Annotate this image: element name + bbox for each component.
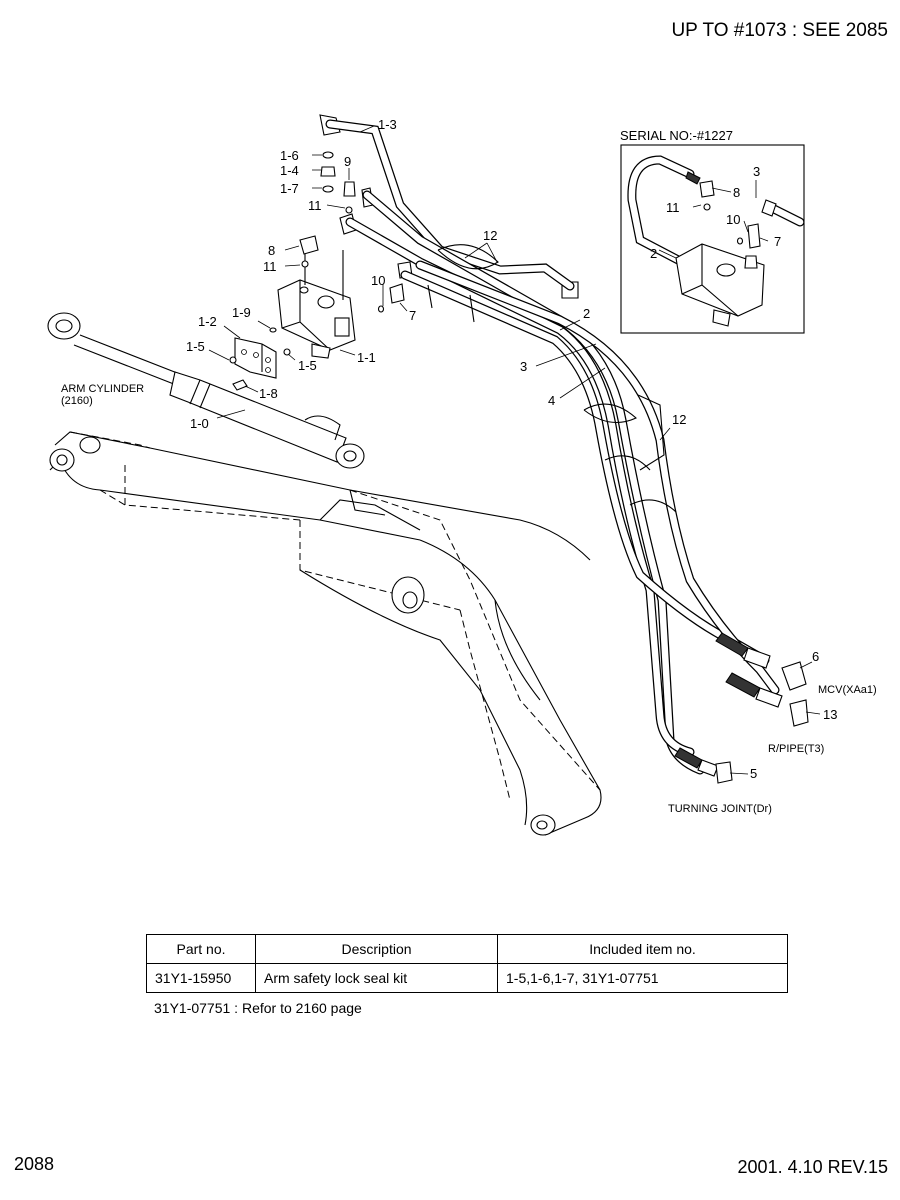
- table-header-description: Description: [255, 934, 498, 964]
- callout-1-8: 1-8: [259, 386, 278, 401]
- callout-10: 10: [371, 273, 385, 288]
- table-cell-included: 1-5,1-6,1-7, 31Y1-07751: [497, 963, 788, 993]
- callout-13: 13: [823, 707, 837, 722]
- callout-1-5-right: 1-5: [298, 358, 317, 373]
- callout-1-7: 1-7: [280, 181, 299, 196]
- rpipe-label: R/PIPE(T3): [768, 743, 824, 755]
- turning-joint-label: TURNING JOINT(Dr): [668, 803, 772, 815]
- callout-1-3: 1-3: [378, 117, 397, 132]
- arm-cylinder-label: ARM CYLINDER: [61, 383, 144, 395]
- callout-12-upper: 12: [483, 228, 497, 243]
- callout-12-lower: 12: [672, 412, 686, 427]
- table-row: 31Y1-15950 Arm safety lock seal kit 1-5,…: [146, 963, 788, 993]
- inset-panel: SERIAL NO:-#1227 3 8 11 10 7 2: [620, 128, 805, 334]
- callout-11-upper: 11: [308, 198, 322, 213]
- hoses: [325, 119, 809, 784]
- callout-1-9: 1-9: [232, 305, 251, 320]
- arm-structure: [49, 431, 602, 836]
- table-header-included: Included item no.: [497, 934, 788, 964]
- lock-plate: [234, 337, 277, 379]
- inset-callout-11: 11: [666, 200, 680, 215]
- inset-callout-7: 7: [774, 234, 781, 249]
- table-cell-part-no: 31Y1-15950: [146, 963, 256, 993]
- inset-callout-3: 3: [753, 164, 760, 179]
- callout-1-5-left: 1-5: [186, 339, 205, 354]
- arm-cylinder-ref: (2160): [61, 395, 93, 407]
- hose-clamps: [427, 244, 677, 513]
- callout-3: 3: [520, 359, 527, 374]
- header-reference: UP TO #1073 : SEE 2085: [671, 20, 888, 41]
- callout-6: 6: [812, 649, 819, 664]
- callout-1-0: 1-0: [190, 416, 209, 431]
- page-number: 2088: [14, 1154, 55, 1174]
- callout-8: 8: [268, 243, 275, 258]
- table-header-part-no: Part no.: [146, 934, 256, 964]
- callout-1-6: 1-6: [280, 148, 299, 163]
- callout-9: 9: [344, 154, 351, 169]
- table-cell-description: Arm safety lock seal kit: [255, 963, 498, 993]
- inset-callout-8: 8: [733, 185, 740, 200]
- callout-5: 5: [750, 766, 757, 781]
- callout-1-2: 1-2: [198, 314, 217, 329]
- inset-title: SERIAL NO:-#1227: [620, 128, 733, 143]
- main-callouts: 1-3 1-6 1-4 1-7 9 11 8 11 12 10 7 1-9 1-…: [61, 117, 877, 815]
- callout-4: 4: [548, 393, 555, 408]
- table-header-row: Part no. Description Included item no.: [146, 934, 788, 964]
- lock-valve-block: [277, 248, 356, 359]
- leader-lines: [208, 125, 821, 775]
- arm-cylinder: [47, 312, 365, 469]
- inset-callout-10: 10: [726, 212, 740, 227]
- callout-1-4: 1-4: [280, 163, 299, 178]
- mcv-label: MCV(XAa1): [818, 684, 877, 696]
- callout-11-lower: 11: [263, 259, 277, 274]
- callout-2: 2: [583, 306, 590, 321]
- parts-table: Part no. Description Included item no. 3…: [146, 934, 788, 993]
- callout-1-1: 1-1: [357, 350, 376, 365]
- callout-7: 7: [409, 308, 416, 323]
- revision-date: 2001. 4.10 REV.15: [737, 1157, 888, 1177]
- footnote: 31Y1-07751 : Refor to 2160 page: [154, 1000, 362, 1016]
- inset-callout-2: 2: [650, 246, 657, 261]
